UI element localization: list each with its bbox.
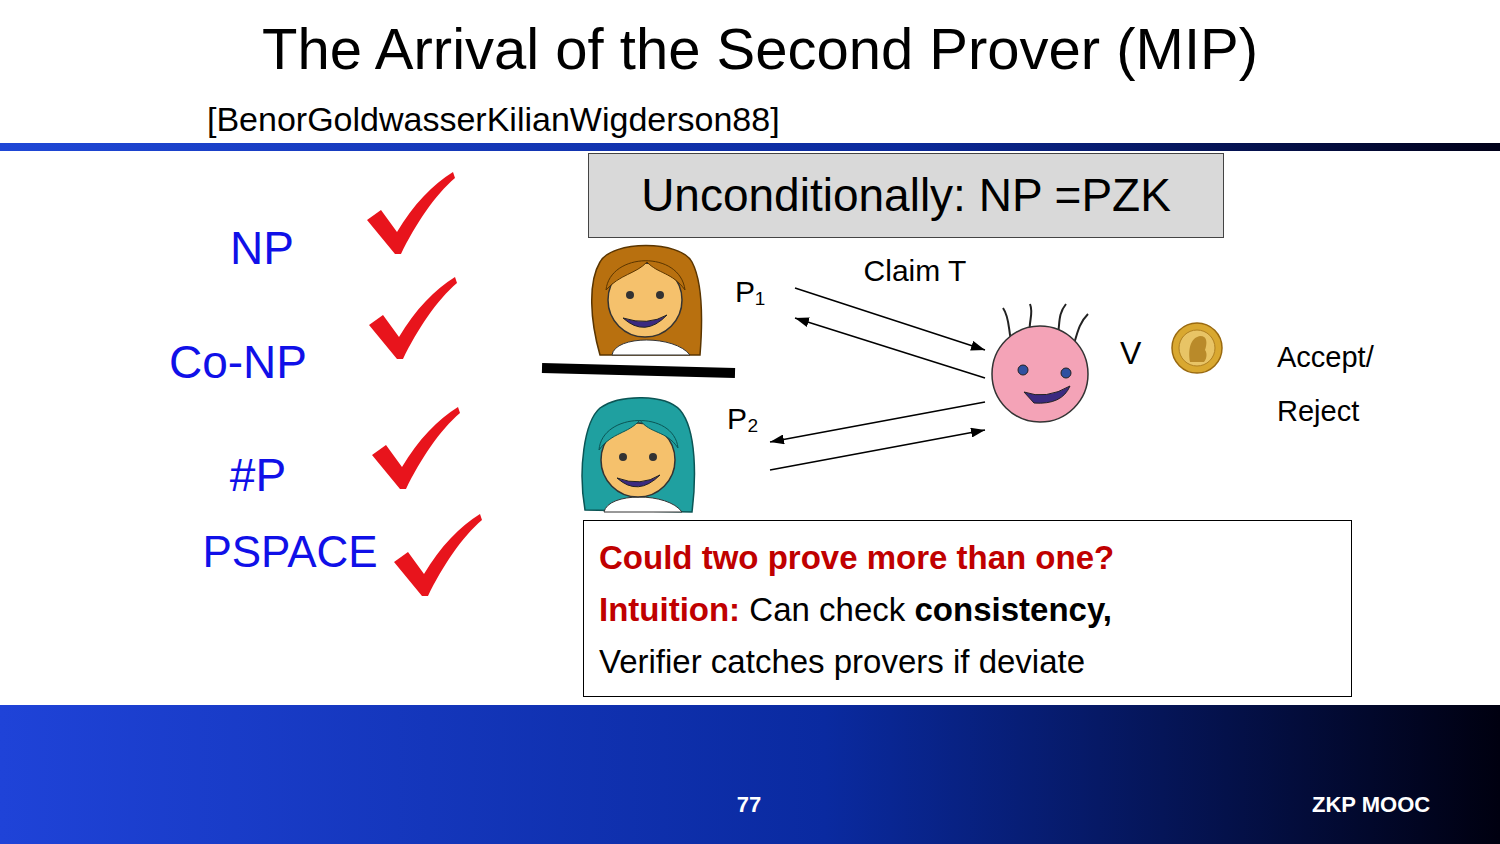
course-name: ZKP MOOC <box>1312 792 1430 817</box>
complexity-class: #P <box>230 449 286 502</box>
verifier-face <box>992 326 1088 422</box>
message-arrow <box>795 318 985 378</box>
prover-mouth <box>617 475 660 487</box>
prover-eye <box>626 291 634 299</box>
box-text: Unconditionally: NP =PZK <box>641 170 1171 221</box>
message-label: Claim T <box>861 254 970 287</box>
box-text: Verifier catches provers if deviate <box>599 643 1085 680</box>
page-number: 77 <box>737 792 761 817</box>
verifier-eye <box>1061 368 1071 378</box>
citation: [BenorGoldwasserKilianWigderson88] <box>207 100 780 139</box>
coin <box>1172 323 1222 373</box>
party-label: P₁ <box>735 275 765 308</box>
prover-fringe <box>599 420 678 450</box>
checkmark <box>367 172 455 254</box>
complexity-class: PSPACE <box>202 527 377 578</box>
verifier-eye <box>1018 365 1028 375</box>
antenna <box>1074 314 1088 344</box>
checkmark <box>369 277 457 359</box>
prover-node: P₁ <box>585 245 795 358</box>
verifier-node: V <box>985 300 1150 440</box>
prover-collar <box>604 497 682 512</box>
prover-eye <box>656 291 664 299</box>
outcome-label: Accept/ Reject <box>1277 330 1417 438</box>
checkmark <box>394 514 482 596</box>
separator-bar <box>542 368 735 373</box>
title-rule <box>0 143 1500 151</box>
prover-eye <box>649 453 657 461</box>
party-label: V <box>1120 336 1141 371</box>
prover-hair <box>582 398 694 512</box>
box-text: Can check <box>749 591 905 628</box>
prover-fringe <box>606 261 685 290</box>
box-text: consistency, <box>915 591 1112 628</box>
checkmarks <box>367 172 482 596</box>
prover-node: P₂ <box>578 398 770 515</box>
footer-band <box>0 705 1500 844</box>
message-arrow <box>795 288 985 350</box>
prover-hair <box>592 246 702 356</box>
complexity-class: Co-NP <box>169 336 307 389</box>
coin-inner <box>1179 330 1215 366</box>
verifier-mouth <box>1024 386 1070 403</box>
coin-profile <box>1189 336 1206 362</box>
prover-mouth <box>623 315 667 327</box>
claim-box: Unconditionally: NP =PZK <box>588 153 1224 238</box>
prover-collar <box>612 340 690 355</box>
box-text: Could two prove more than one? <box>599 539 1114 576</box>
question-box: Could two prove more than one? Intuition:… <box>583 520 1352 697</box>
slide-title: The Arrival of the Second Prover (MIP) <box>20 20 1500 78</box>
box-text: Intuition: <box>599 591 740 628</box>
prover-eye <box>619 453 627 461</box>
checkmark <box>372 407 460 489</box>
party-label: P₂ <box>727 402 759 435</box>
message-arrow <box>770 430 985 470</box>
complexity-class: NP <box>230 222 294 275</box>
